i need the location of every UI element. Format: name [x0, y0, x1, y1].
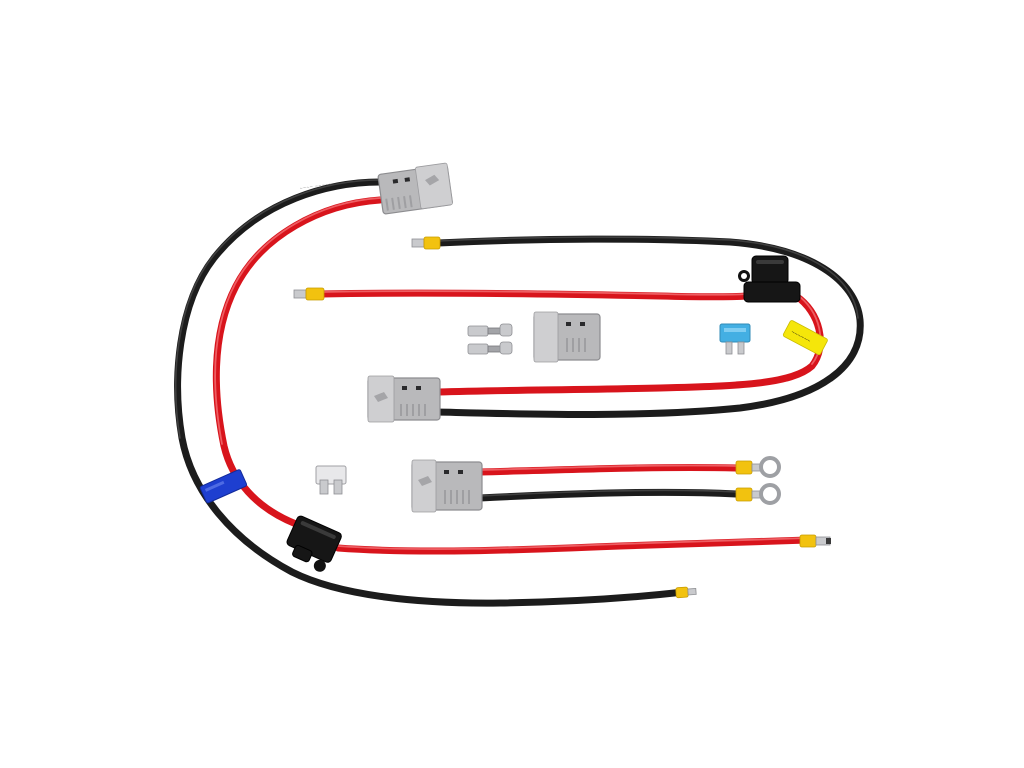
ring-terminal-black — [735, 483, 781, 505]
long-harness-black-wire — [174, 178, 688, 607]
loose-contacts — [467, 323, 513, 355]
bottom-fuse-red-out-highlight — [337, 537, 809, 550]
red-wire-end-ferrule — [799, 534, 831, 548]
contact-upper — [467, 323, 513, 337]
long-harness-black-highlight — [174, 179, 381, 439]
yellow-label-sleeve: ~~~~~~ — [782, 320, 828, 356]
black-wire-end-ferrule — [675, 586, 697, 599]
fused-harness-red-out-highlight — [795, 293, 822, 365]
long-harness-red-highlight — [214, 197, 381, 445]
ring-harness-red-wire — [476, 463, 740, 476]
fused-harness-black-wire — [434, 235, 864, 418]
connector-middle-harness — [367, 375, 441, 423]
contact-lower — [467, 341, 513, 355]
connector-center-harness — [411, 459, 483, 513]
fused-harness-black-highlight — [437, 236, 859, 319]
red-ferrule-left — [293, 287, 325, 301]
fused-harness-red-in-wire — [318, 289, 752, 301]
connector-loose — [533, 311, 601, 363]
ring-terminal-harness — [411, 456, 781, 513]
long-harness: ~~~~ ~~~~~ — [174, 162, 831, 607]
blade-fuse-blue — [719, 323, 751, 355]
ring-harness-red-highlight — [479, 464, 737, 471]
fused-harness: ~~~~~~ — [293, 235, 864, 423]
blue-cable-band — [199, 469, 248, 504]
fuse-holder-bottom — [286, 515, 342, 572]
black-ferrule-top — [411, 236, 441, 250]
fuse-holder-top — [738, 255, 801, 303]
wire-print-marking: ~~~~ ~~~~~ — [299, 181, 332, 191]
ring-harness-black-highlight — [479, 489, 737, 497]
blade-fuse-clear — [315, 465, 347, 495]
connector-top — [377, 162, 453, 215]
ring-terminal-red — [735, 456, 781, 478]
ring-harness-black-wire — [476, 488, 740, 502]
fused-harness-red-in-highlight — [321, 290, 749, 296]
bottom-fuse-red-out-wire — [334, 536, 812, 555]
